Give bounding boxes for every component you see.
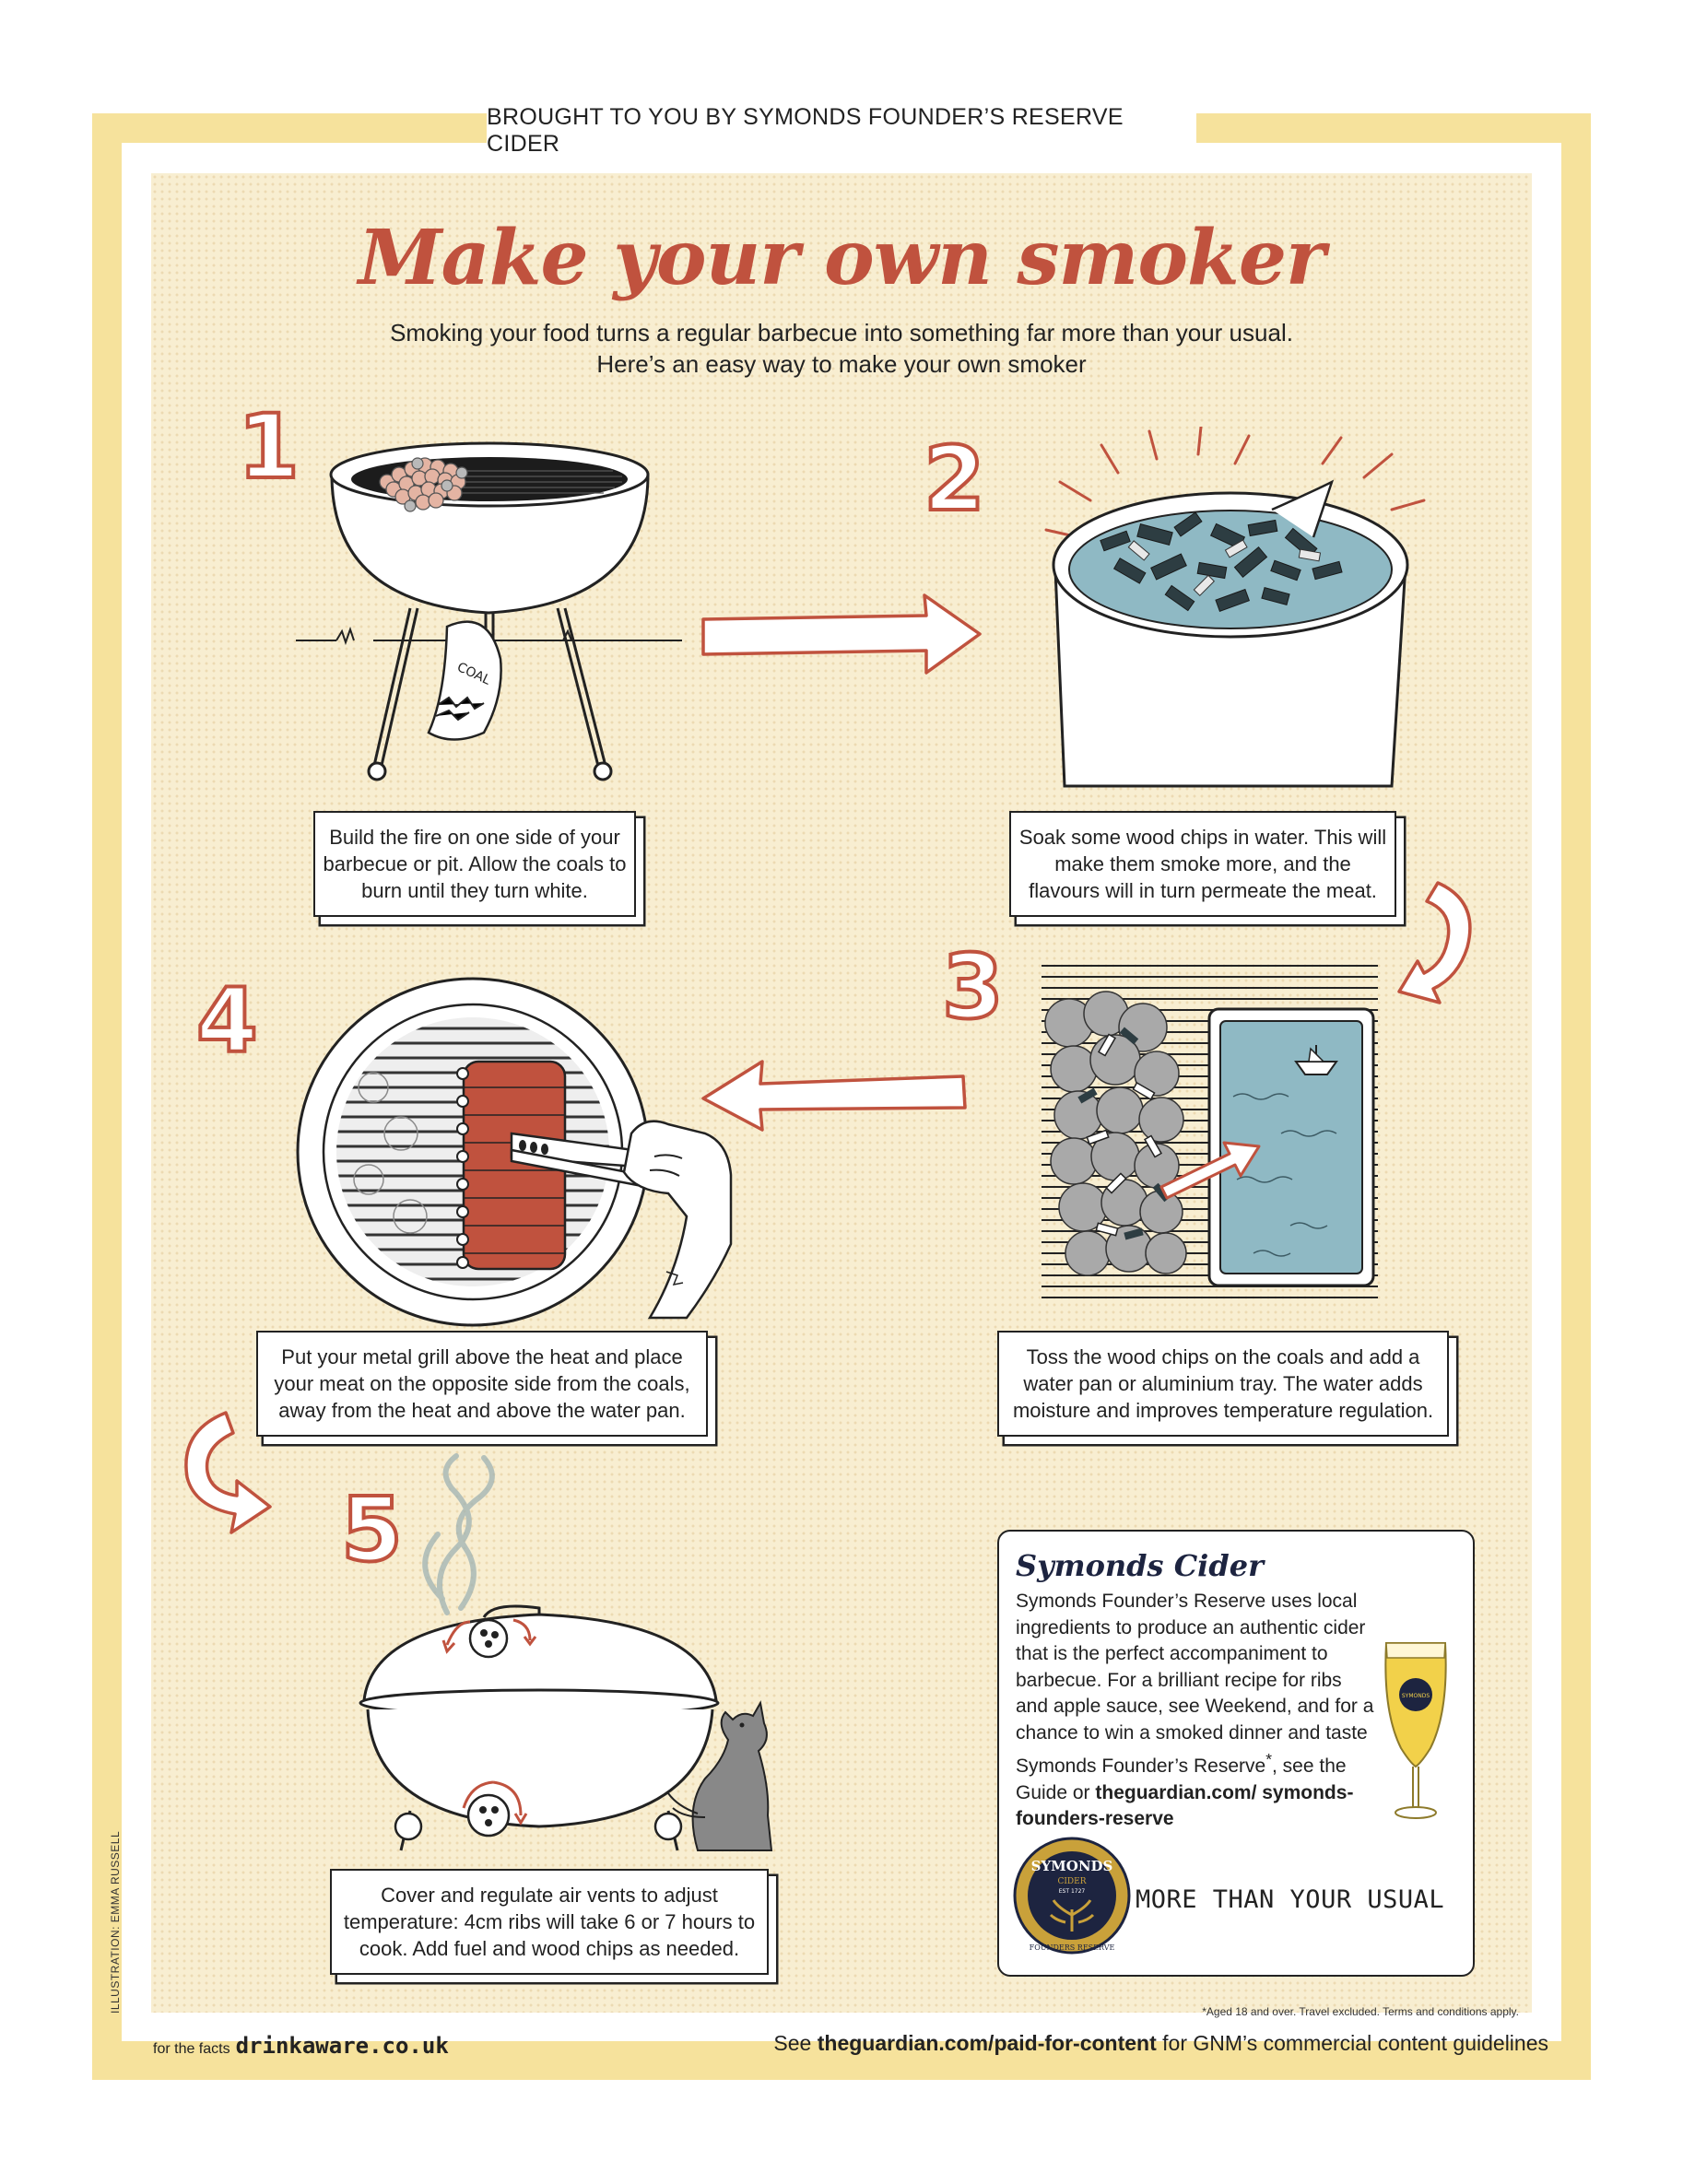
soaking-bucket-illustration bbox=[1044, 427, 1426, 788]
disclaimer: *Aged 18 and over. Travel excluded. Term… bbox=[1202, 2005, 1519, 2018]
step-2-number: 2 bbox=[922, 428, 987, 531]
logo-cider-text: CIDER bbox=[1057, 1877, 1086, 1886]
logo-est-text: EST 1727 bbox=[1059, 1888, 1086, 1895]
footer-guidelines: See theguardian.com/paid-for-content for… bbox=[773, 2031, 1548, 2056]
step-3-number: 3 bbox=[940, 935, 1006, 1039]
drinkaware-link[interactable]: drinkaware.co.uk bbox=[235, 2033, 449, 2059]
cider-title: Symonds Cider bbox=[1016, 1548, 1264, 1583]
step-5-caption: Cover and regulate air vents to adjust t… bbox=[330, 1869, 769, 1975]
cider-body-text: Symonds Founder’s Reserve uses local ing… bbox=[1016, 1591, 1374, 1777]
step-4-caption: Put your metal grill above the heat and … bbox=[256, 1331, 708, 1437]
cider-glass-icon: SYMONDS bbox=[1384, 1642, 1447, 1819]
footer-right-suffix: for GNM’s commercial content guidelines bbox=[1156, 2031, 1548, 2055]
logo-founders-text: FOUNDERS RESERVE bbox=[1030, 1943, 1115, 1952]
cider-promo-box: Symonds Cider Symonds Founder’s Reserve … bbox=[997, 1530, 1475, 1977]
sponsor-banner: BROUGHT TO YOU BY SYMONDS FOUNDER’S RESE… bbox=[487, 104, 1196, 157]
cider-body: Symonds Founder’s Reserve uses local ing… bbox=[1016, 1589, 1377, 1833]
illustration-credit: ILLUSTRATION: EMMA RUSSELL bbox=[109, 1830, 122, 2014]
step-3-caption: Toss the wood chips on the coals and add… bbox=[997, 1331, 1449, 1437]
step-1-number: 1 bbox=[236, 395, 301, 499]
arrow-step1-to-step2 bbox=[701, 593, 982, 675]
cider-link[interactable]: theguardian.com/ symonds-founders-reserv… bbox=[1016, 1781, 1354, 1830]
kettle-smoker-illustration bbox=[359, 1453, 773, 1851]
step-2-caption: Soak some wood chips in water. This will… bbox=[1009, 811, 1396, 917]
step-5-number: 5 bbox=[339, 1478, 405, 1581]
page-title: Make your own smoker bbox=[358, 214, 1325, 302]
arrow-step4-to-step5 bbox=[184, 1411, 272, 1534]
arrow-step2-to-step3 bbox=[1397, 881, 1472, 1004]
cider-asterisk: * bbox=[1265, 1750, 1272, 1768]
cider-body-text-2: , see the Guide or bbox=[1016, 1755, 1347, 1803]
cider-tagline: MORE THAN YOUR USUAL bbox=[1136, 1885, 1445, 1914]
paid-content-link[interactable]: theguardian.com/paid-for-content bbox=[817, 2031, 1157, 2055]
step-1-caption: Build the fire on one side of your barbe… bbox=[313, 811, 636, 917]
step-4-number: 4 bbox=[194, 969, 260, 1073]
arrow-step3-to-step4 bbox=[701, 1060, 967, 1132]
coals-and-water-tray-illustration bbox=[1042, 965, 1378, 1298]
footer-right-prefix: See bbox=[773, 2031, 818, 2055]
glass-logo-text: SYMONDS bbox=[1402, 1693, 1430, 1699]
symonds-logo: SYMONDS CIDER EST 1727 FOUNDERS RESERVE bbox=[1013, 1837, 1131, 1955]
footer-drinkaware: for the facts drinkaware.co.uk bbox=[153, 2033, 449, 2059]
grill-with-ribs-illustration bbox=[296, 977, 733, 1327]
footer-left-prefix: for the facts bbox=[153, 2041, 230, 2057]
page-subtitle: Smoking your food turns a regular barbec… bbox=[390, 319, 1293, 378]
logo-symonds-text: SYMONDS bbox=[1031, 1858, 1113, 1874]
barbecue-illustration: COAL bbox=[296, 441, 682, 781]
